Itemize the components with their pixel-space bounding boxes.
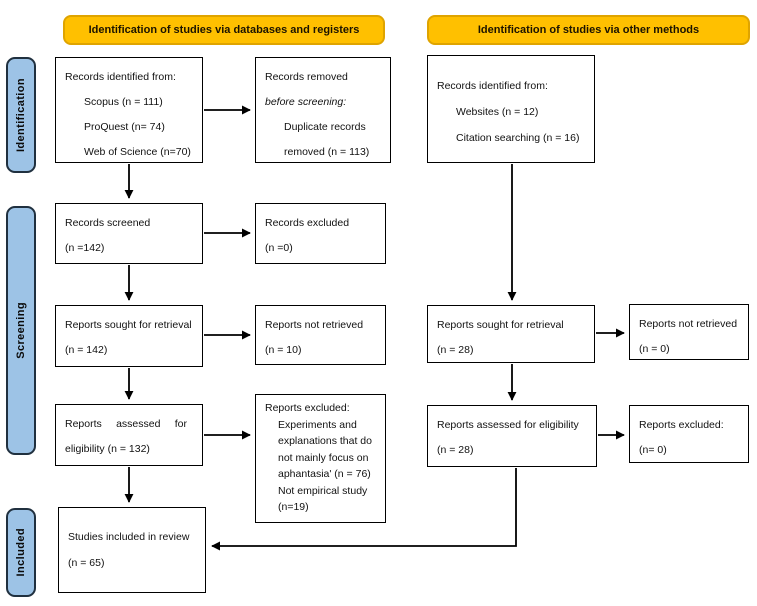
box-reports-excluded-other: Reports excluded: (n= 0)	[629, 405, 749, 463]
box-line: Reports assessed for eligibility	[437, 419, 579, 431]
box-line: Records screened	[65, 217, 151, 229]
box-line: Records excluded	[265, 217, 350, 229]
header-other-methods: Identification of studies via other meth…	[427, 15, 750, 45]
box-reports-excluded-databases: Reports excluded: Experiments and explan…	[255, 394, 386, 523]
box-line: Records identified from:	[437, 80, 548, 92]
box-line: Studies included in review	[68, 531, 190, 543]
box-line: (n = 28)	[437, 344, 474, 356]
box-line: (n = 65)	[68, 557, 105, 569]
box-reports-not-retrieved-other: Reports not retrieved (n = 0)	[629, 304, 749, 360]
box-line: (n = 142)	[65, 344, 108, 356]
stage-screening-label: Screening	[15, 302, 27, 359]
box-line: Scopus (n = 111)	[84, 96, 163, 108]
box-records-identified-other: Records identified from: Websites (n = 1…	[427, 55, 595, 163]
box-records-screened: Records screened (n =142)	[55, 203, 203, 264]
box-line: before screening:	[265, 96, 347, 108]
box-line: (n =0)	[265, 242, 293, 254]
box-reports-sought-other: Reports sought for retrieval (n = 28)	[427, 305, 595, 363]
box-records-excluded: Records excluded (n =0)	[255, 203, 386, 264]
box-line: (n = 0)	[639, 343, 670, 355]
box-line: (n = 10)	[265, 344, 302, 356]
box-reports-not-retrieved-databases: Reports not retrieved (n = 10)	[255, 305, 386, 365]
box-records-identified-databases: Records identified from: Scopus (n = 111…	[55, 57, 203, 163]
box-line: Reports sought for retrieval	[65, 319, 192, 331]
box-line: Websites (n = 12)	[456, 106, 539, 118]
box-reports-assessed-other: Reports assessed for eligibility (n = 28…	[427, 405, 597, 467]
box-line: (n= 0)	[639, 444, 667, 456]
box-studies-included: Studies included in review (n = 65)	[58, 507, 206, 593]
box-line: (n =142)	[65, 242, 105, 254]
stage-included-label: Included	[15, 528, 27, 577]
box-records-removed: Records removed before screening: Duplic…	[255, 57, 391, 163]
box-line: Reports assessed for	[65, 418, 187, 430]
box-reports-assessed-databases: Reports assessed for eligibility (n = 13…	[55, 404, 203, 466]
box-line: Reports excluded:	[265, 402, 350, 414]
box-line: (n = 28)	[437, 444, 474, 456]
header-databases-registers: Identification of studies via databases …	[63, 15, 385, 45]
stage-screening: Screening	[6, 206, 36, 455]
box-line: Reports not retrieved	[265, 319, 364, 331]
stage-included: Included	[6, 508, 36, 597]
box-line: Web of Science (n=70)	[84, 146, 191, 158]
box-line: Reports excluded:	[639, 419, 724, 431]
box-line: eligibility (n = 132)	[65, 443, 150, 455]
box-line: Reports not retrieved	[639, 318, 738, 330]
box-line: Reports sought for retrieval	[437, 319, 564, 331]
box-reports-sought-databases: Reports sought for retrieval (n = 142)	[55, 305, 203, 367]
box-line: Duplicate records	[284, 121, 366, 133]
box-line: removed (n = 113)	[284, 146, 370, 158]
box-line: Experiments and explanations that do not…	[278, 418, 372, 481]
stage-identification-label: Identification	[15, 77, 27, 153]
box-line: Citation searching (n = 16)	[456, 132, 580, 144]
box-line: Records removed	[265, 71, 348, 83]
box-line: ProQuest (n= 74)	[84, 121, 165, 133]
box-line: Not empirical study (n=19)	[278, 484, 368, 514]
box-line: Records identified from:	[65, 71, 176, 83]
stage-identification: Identification	[6, 57, 36, 173]
